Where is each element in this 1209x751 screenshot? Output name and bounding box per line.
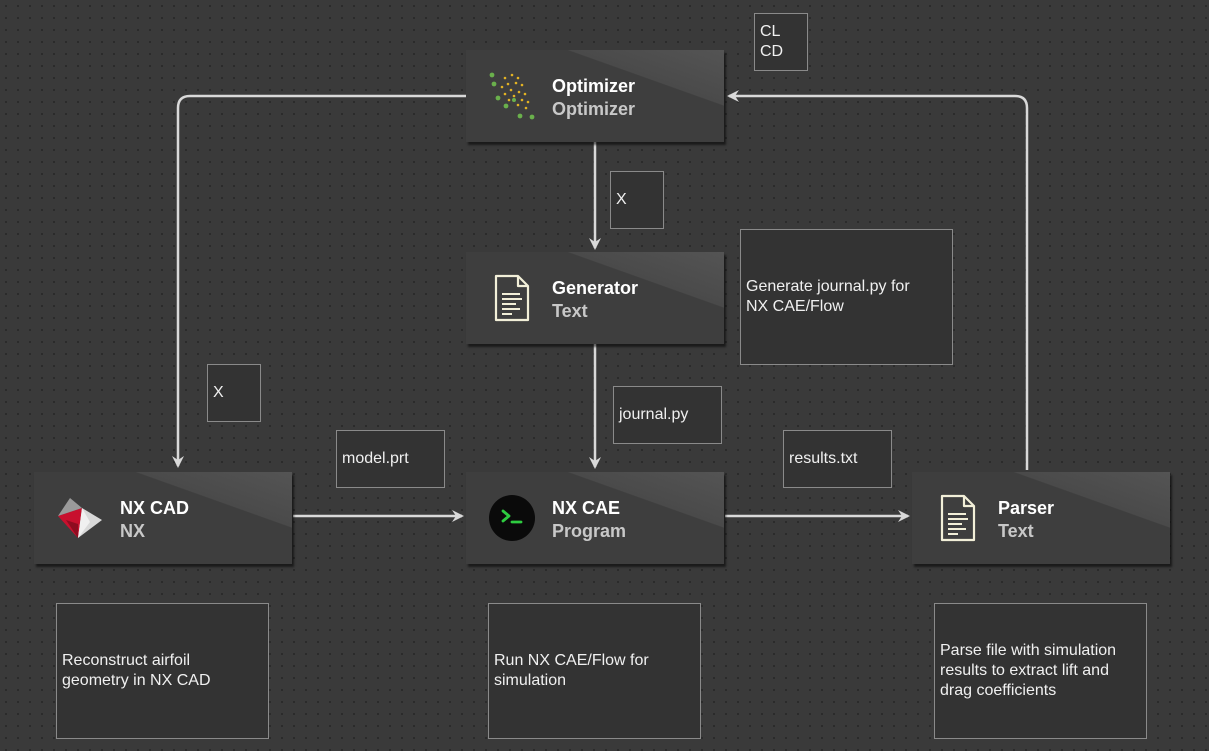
node-title: Generator bbox=[552, 278, 639, 298]
scatter-icon bbox=[489, 72, 535, 120]
node-subtitle: Program bbox=[552, 521, 627, 541]
nx-cad-node[interactable]: NX CAD NX bbox=[34, 472, 292, 564]
parser-node[interactable]: Parser Text bbox=[912, 472, 1170, 564]
edge-label-results-txt: results.txt bbox=[783, 430, 892, 488]
node-subtitle: Text bbox=[998, 521, 1034, 541]
document-icon bbox=[940, 494, 976, 542]
node-subtitle: Optimizer bbox=[552, 99, 636, 119]
node-title: Optimizer bbox=[552, 76, 636, 96]
node-title: NX CAE bbox=[552, 498, 621, 518]
note-nx-cae: Run NX CAE/Flow for simulation bbox=[488, 603, 701, 739]
optimizer-node[interactable]: Optimizer Optimizer bbox=[466, 50, 724, 142]
note-parser: Parse file with simulation results to ex… bbox=[934, 603, 1147, 739]
node-title: NX CAD bbox=[120, 498, 190, 518]
note-generator: Generate journal.py for NX CAE/Flow bbox=[740, 229, 953, 365]
node-title: Parser bbox=[998, 498, 1055, 518]
edge-label-x-left: X bbox=[207, 364, 261, 422]
terminal-icon bbox=[489, 495, 535, 541]
node-subtitle: NX bbox=[120, 521, 146, 541]
node-subtitle: Text bbox=[552, 301, 588, 321]
nx-logo-icon bbox=[58, 498, 102, 538]
generator-node[interactable]: Generator Text bbox=[466, 252, 724, 344]
document-icon bbox=[494, 274, 530, 322]
edge-label-journal-py: journal.py bbox=[613, 386, 722, 444]
wire-parser-to-optimizer bbox=[727, 90, 1029, 470]
note-nx-cad: Reconstruct airfoil geometry in NX CAD bbox=[56, 603, 269, 739]
edge-label-x-top: X bbox=[610, 171, 664, 229]
edge-label-model-prt: model.prt bbox=[336, 430, 445, 488]
edge-label-cl-cd: CL CD bbox=[754, 13, 808, 71]
nx-cae-node[interactable]: NX CAE Program bbox=[466, 472, 724, 564]
wire-optimizer-to-nxcad bbox=[172, 94, 466, 468]
